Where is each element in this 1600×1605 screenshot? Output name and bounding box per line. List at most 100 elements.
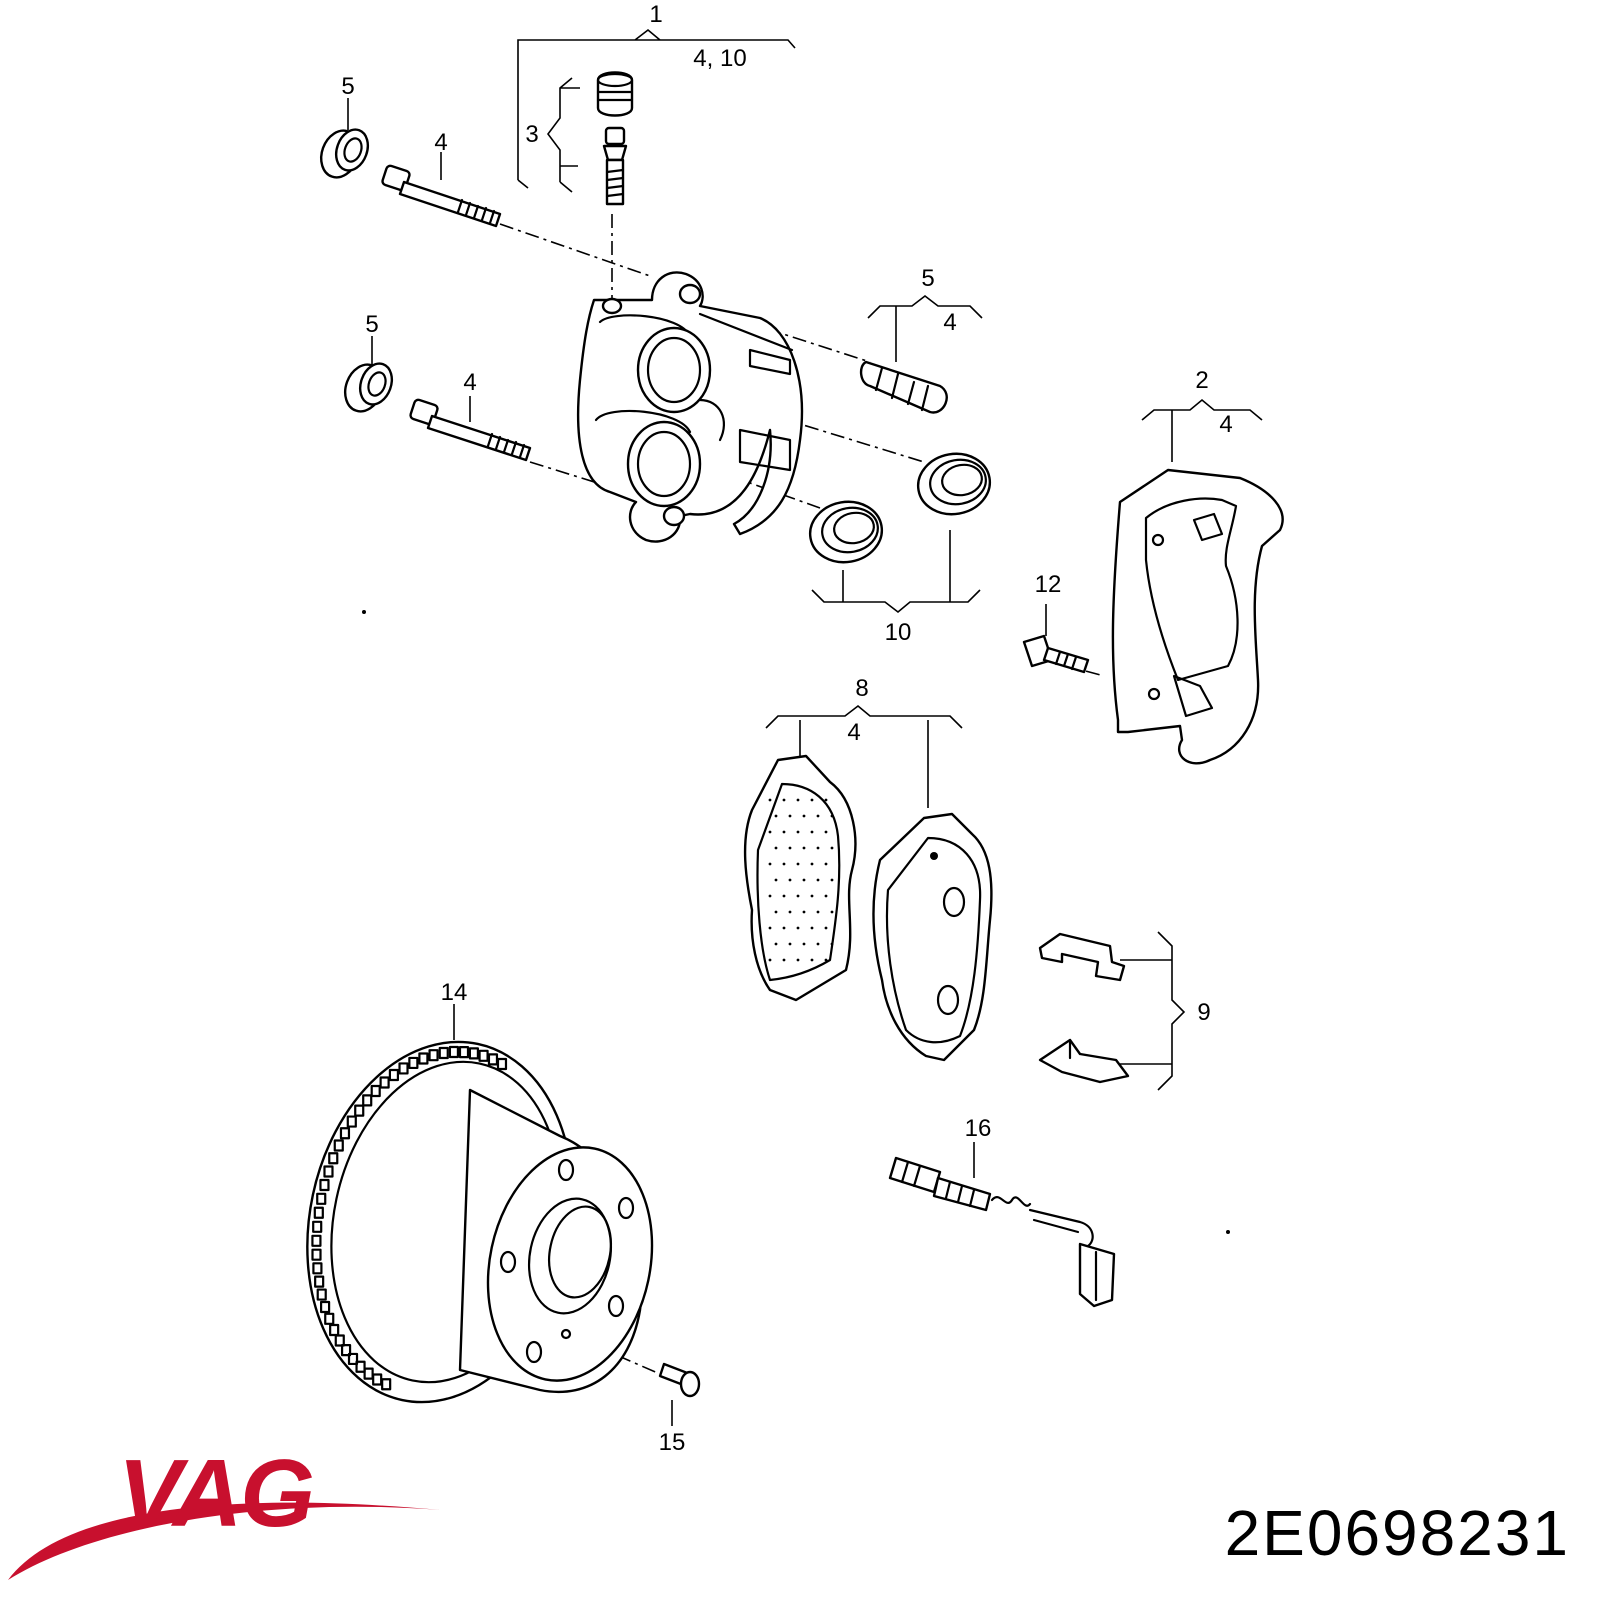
pad-dot [824, 798, 828, 802]
pad-dot [796, 862, 800, 866]
carrier-bolt-12 [1022, 634, 1090, 674]
pad-dot [830, 878, 834, 882]
pad-dot [774, 846, 778, 850]
pad-dot [796, 894, 800, 898]
callout-15: 15 [659, 1429, 686, 1456]
vent-hole [458, 1046, 470, 1059]
vent-hole [438, 1046, 449, 1060]
callout-8-sub: 4 [847, 719, 860, 746]
pad-dot [810, 958, 814, 962]
vent-hole [408, 1056, 419, 1070]
callout-9: 9 [1197, 999, 1210, 1026]
part-number: 2E0698231 [1224, 1497, 1570, 1569]
pad-dot [810, 798, 814, 802]
pad-dot [810, 894, 814, 898]
seal-ring-5a [319, 128, 370, 179]
pad-dot [802, 910, 806, 914]
vent-hole [418, 1052, 429, 1065]
pad-dot [782, 958, 786, 962]
pad-dot [824, 926, 828, 930]
pad-dot [774, 942, 778, 946]
callout-bracket-1 [517, 28, 796, 189]
vent-hole [316, 1288, 327, 1301]
seal-ring-5b [343, 362, 394, 413]
callout-5c-sub: 4 [943, 309, 956, 336]
vent-hole [313, 1206, 324, 1219]
callout-8: 8 [855, 675, 868, 702]
pad-dot [816, 910, 820, 914]
callout-10: 10 [885, 619, 912, 646]
pad-dot [802, 846, 806, 850]
anti-rattle-clip-9b [1038, 1038, 1130, 1084]
callout-5a: 5 [341, 73, 354, 100]
pad-dot [782, 830, 786, 834]
guide-pin-boot-5c [859, 360, 948, 414]
pad-dot [830, 910, 834, 914]
vent-hole [334, 1334, 345, 1347]
pad-dot [810, 862, 814, 866]
pad-dot [796, 926, 800, 930]
anti-rattle-clip-9a [1038, 932, 1126, 982]
callout-bracket-8 [765, 704, 963, 808]
pad-dot [788, 942, 792, 946]
pad-dot [802, 814, 806, 818]
brake-pad-outer-8 [872, 812, 993, 1062]
pad-dot [782, 894, 786, 898]
pad-dot [810, 926, 814, 930]
callout-1-sub: 4, 10 [693, 45, 746, 72]
callout-16: 16 [965, 1115, 992, 1142]
callout-5b: 5 [365, 311, 378, 338]
pad-dot [774, 910, 778, 914]
brand-name: VAG [118, 1440, 313, 1547]
pad-dot [768, 862, 772, 866]
vent-hole [333, 1139, 344, 1152]
vent-hole [312, 1220, 323, 1233]
brake-pad-inner-8 [743, 754, 857, 1002]
callout-bracket-2 [1141, 398, 1263, 462]
pad-dot [768, 894, 772, 898]
vent-hole [363, 1367, 374, 1380]
vent-hole [339, 1127, 351, 1140]
pad-dot [824, 862, 828, 866]
vent-hole [388, 1068, 400, 1082]
callout-bracket-3 [547, 77, 580, 193]
vent-hole [323, 1165, 334, 1178]
stray-mark [362, 610, 366, 614]
pad-dot [830, 846, 834, 850]
vent-hole [370, 1084, 381, 1098]
callout-2-sub: 4 [1219, 411, 1232, 438]
piston-seal-10b [808, 500, 884, 564]
callout-4b: 4 [463, 369, 476, 396]
vent-hole [362, 1094, 373, 1107]
disc-vent-holes [311, 1045, 508, 1391]
callout-bracket-5c [867, 294, 983, 362]
vent-hole [478, 1049, 489, 1062]
pad-dot [816, 814, 820, 818]
pad-dot [796, 798, 800, 802]
vent-hole [379, 1076, 390, 1089]
vent-hole [311, 1248, 322, 1261]
vent-hole [329, 1323, 340, 1337]
vent-hole [340, 1344, 352, 1357]
vent-hole [347, 1352, 359, 1366]
pad-dot [768, 926, 772, 930]
vent-hole [314, 1275, 325, 1288]
callout-12: 12 [1035, 571, 1062, 598]
vent-hole [319, 1178, 330, 1192]
vent-hole [319, 1300, 331, 1314]
caliper-housing [576, 271, 804, 543]
vent-hole [354, 1104, 365, 1117]
pad-dot [782, 798, 786, 802]
vent-hole [448, 1045, 460, 1059]
stray-mark [1226, 1230, 1230, 1234]
pad-dot [774, 814, 778, 818]
pad-dot [768, 958, 772, 962]
vent-hole [312, 1262, 323, 1275]
wear-sensor-16 [888, 1156, 1116, 1308]
vent-hole [311, 1234, 322, 1247]
pad-dot [830, 814, 834, 818]
pad-dot [816, 942, 820, 946]
callout-3: 3 [525, 121, 538, 148]
